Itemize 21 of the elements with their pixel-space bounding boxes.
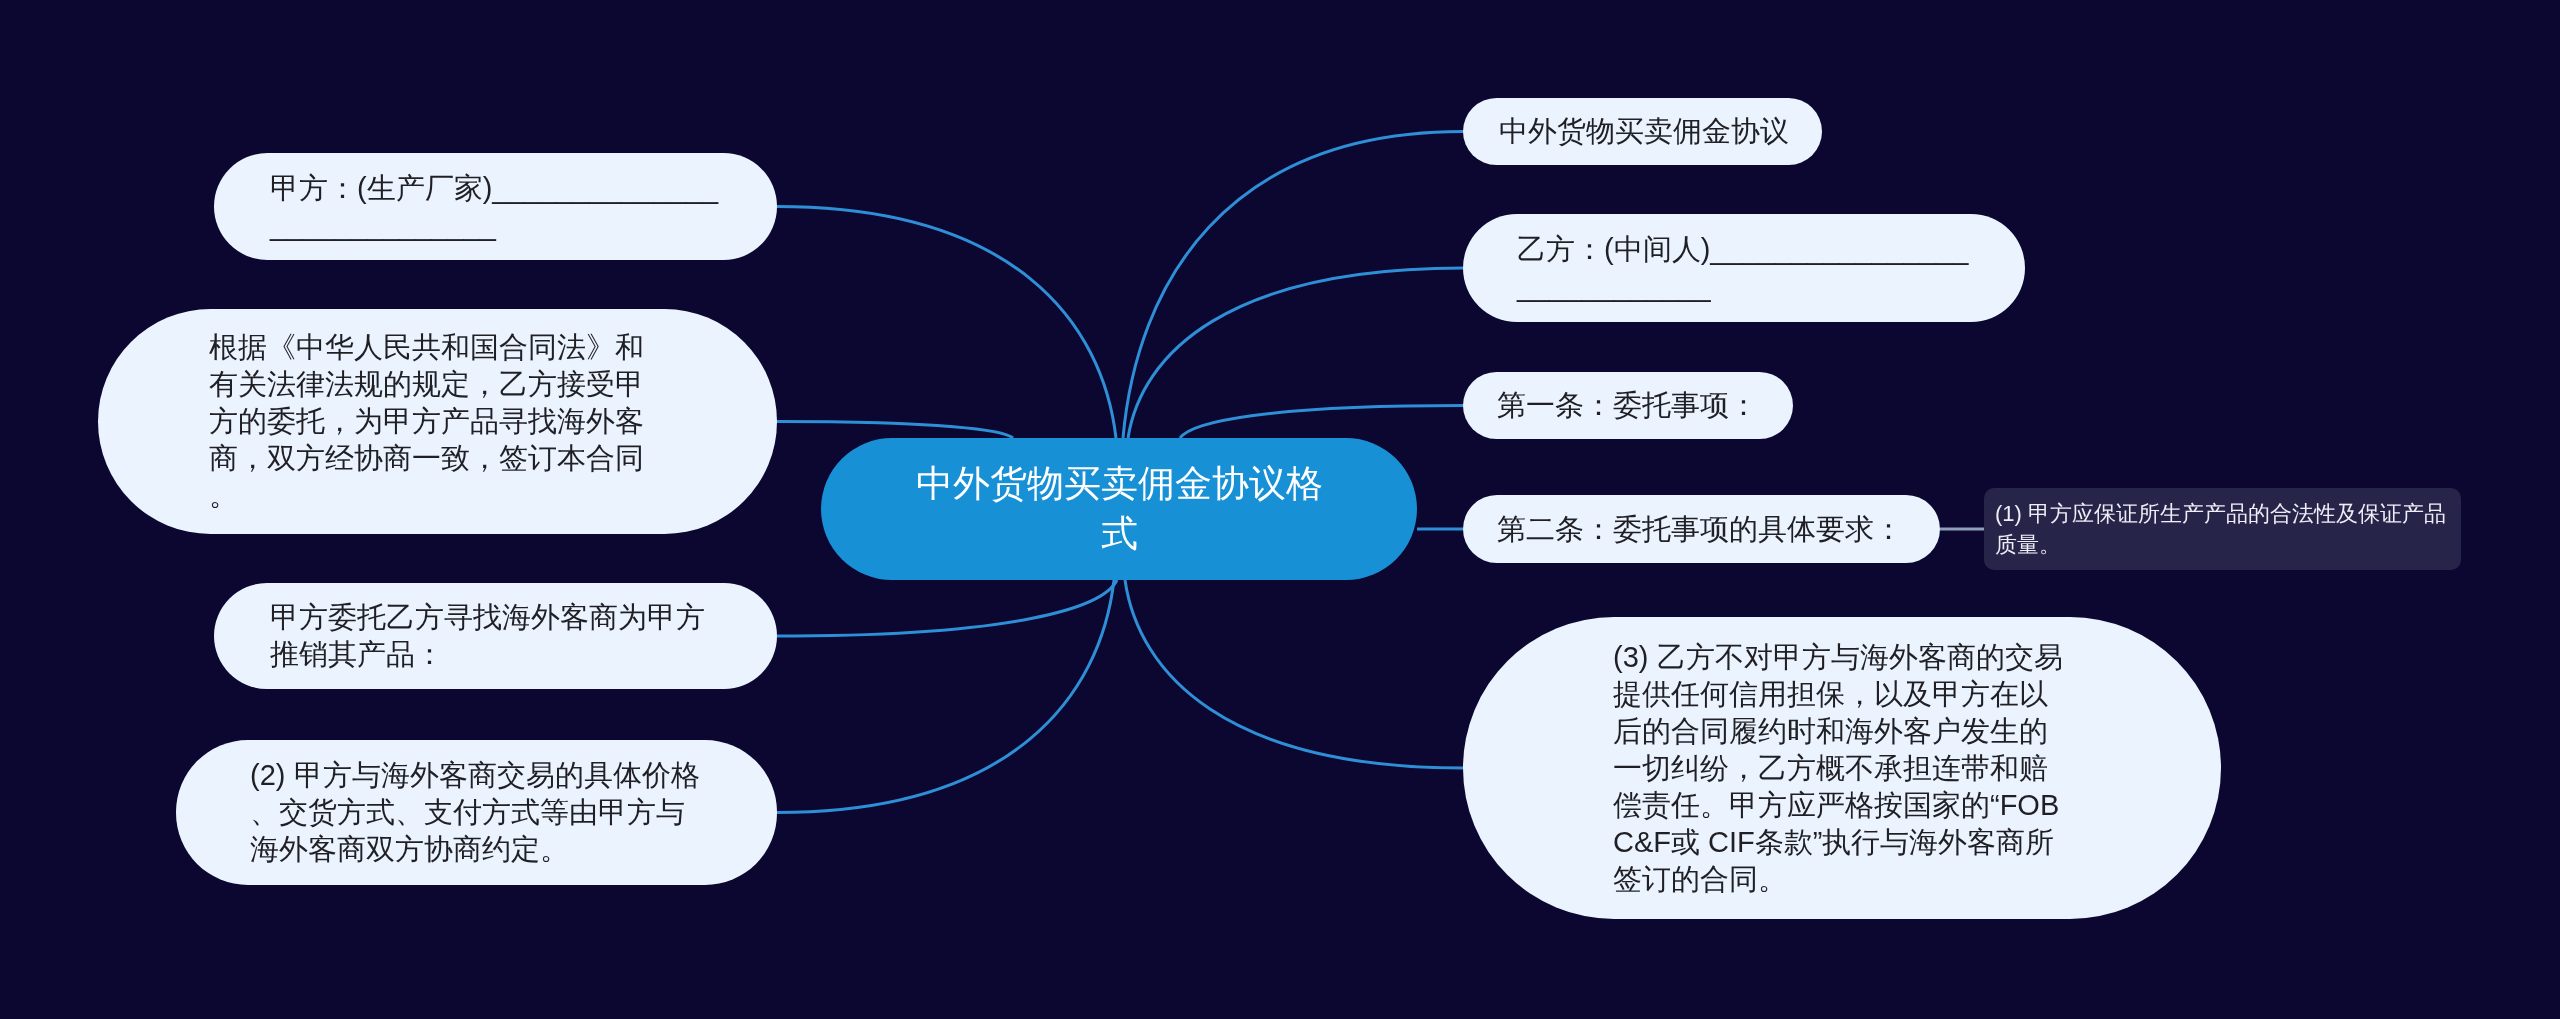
topic-bubble: 乙方：(中间人)____________________________ — [1463, 214, 2025, 322]
topic-bubble: (2) 甲方与海外客商交易的具体价格、交货方式、支付方式等由甲方与海外客商双方协商约定。 — [176, 740, 777, 885]
connector-line — [1417, 527, 1463, 531]
topic-bubble: 甲方：(生产厂家)____________________________ — [214, 153, 777, 260]
connector-line — [776, 205, 1118, 439]
connector-line — [777, 420, 1014, 440]
connector-line — [777, 579, 1119, 638]
connector-line — [1123, 579, 1464, 770]
topic-bubble: 甲方委托乙方寻找海外客商为甲方推销其产品： — [214, 583, 777, 689]
topic-bubble: 根据《中华人民共和国合同法》和有关法律法规的规定，乙方接受甲方的委托，为甲方产品寻找海外客商，双方经协商一致，签订本合同。 — [98, 309, 777, 534]
connector-line — [776, 579, 1116, 814]
connector-line — [1121, 130, 1464, 439]
topic-bubble: 第二条：委托事项的具体要求： — [1463, 495, 1940, 563]
connector-line — [1178, 404, 1463, 440]
central-topic: 中外货物买卖佣金协议格式 — [821, 438, 1417, 580]
connector-line — [1126, 266, 1464, 439]
topic-bubble: (3) 乙方不对甲方与海外客商的交易提供任何信用担保，以及甲方在以后的合同履约时和海外客户发生的一切纠纷，乙方概不承担连带和赔偿责任。甲方应严格按国家的“FOB C&F或 CIF条款”执行与海外客商所签订的合同。 — [1463, 617, 2221, 919]
connector-line — [1940, 527, 1984, 531]
topic-bubble: 第一条：委托事项： — [1463, 372, 1793, 439]
topic-bubble: 中外货物买卖佣金协议 — [1463, 98, 1822, 165]
subtopic-box: (1) 甲方应保证所生产产品的合法性及保证产品质量。 — [1984, 488, 2461, 570]
